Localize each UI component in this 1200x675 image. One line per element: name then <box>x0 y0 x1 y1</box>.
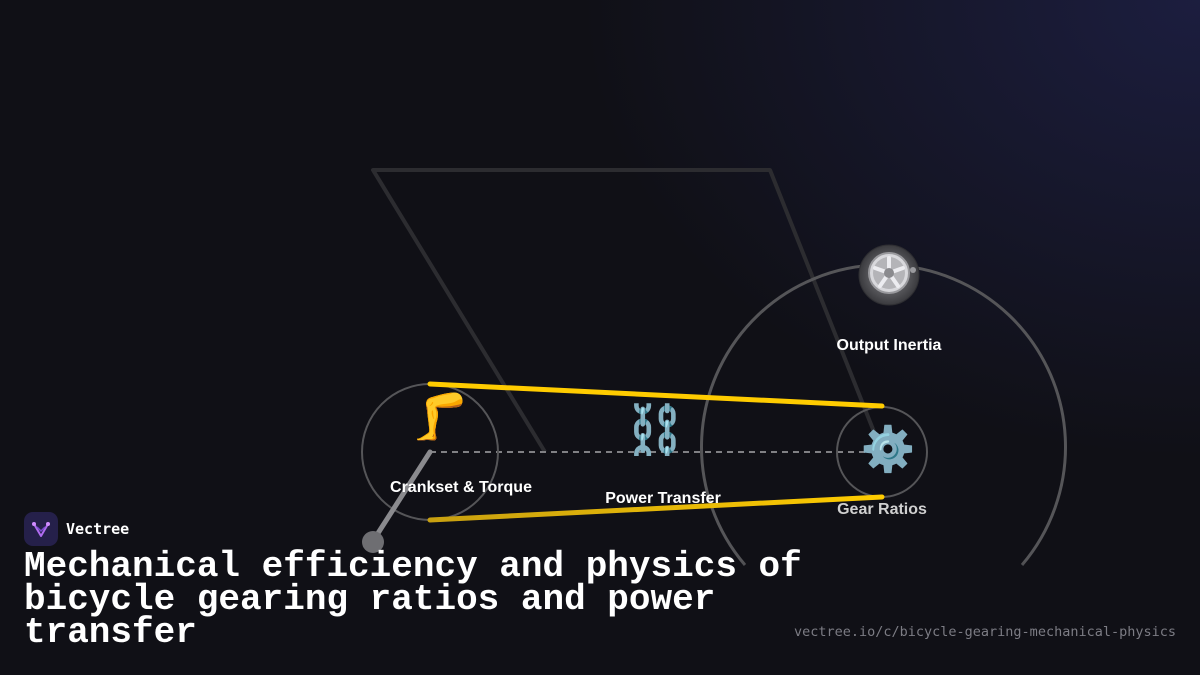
belt-lower <box>427 494 885 523</box>
crankset-label: Crankset & Torque <box>390 479 532 496</box>
leg-icon: 🦵 <box>411 389 468 443</box>
page-title: Mechanical efficiency and physics of bic… <box>24 546 802 653</box>
vectree-logo-icon <box>24 512 58 546</box>
power-transfer-label: Power Transfer <box>605 490 721 507</box>
output-inertia-label: Output Inertia <box>837 337 942 354</box>
brand-name: Vectree <box>66 520 130 538</box>
crank-arm <box>370 449 433 544</box>
gear-ratios-label: Gear Ratios <box>837 501 927 518</box>
pedal <box>362 531 384 553</box>
belt-upper <box>427 381 885 409</box>
wheel-arc <box>700 263 1067 566</box>
bottom-fade <box>0 560 1200 675</box>
bike-frame <box>371 168 884 454</box>
gear-icon: ⚙️ <box>861 424 916 475</box>
wheel-icon <box>858 244 920 306</box>
brand: Vectree <box>24 512 129 546</box>
chain-icon: ⛓️ <box>625 402 685 458</box>
source-url: vectree.io/c/bicycle-gearing-mechanical-… <box>793 624 1176 640</box>
